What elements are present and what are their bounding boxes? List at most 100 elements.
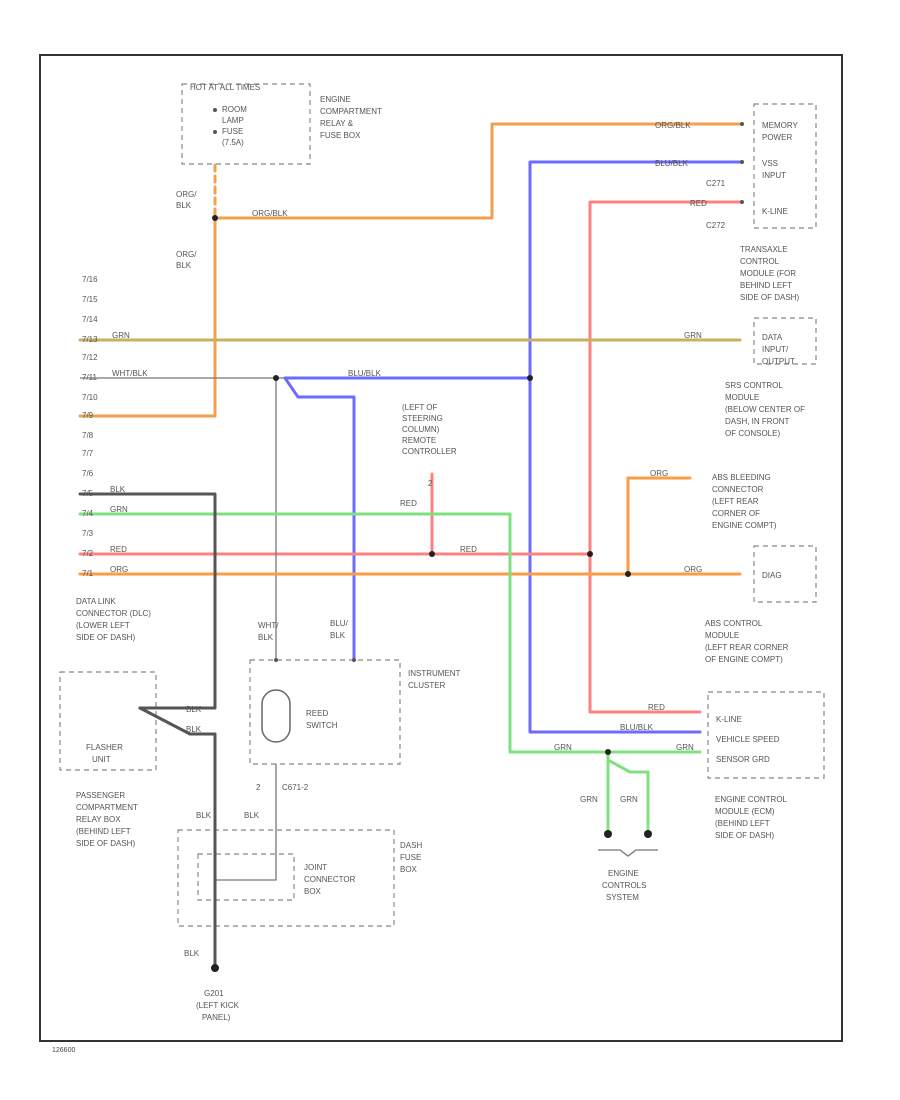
svg-text:PANEL): PANEL) [202,1013,231,1022]
cluster-pin-whtblk [274,658,278,662]
wire-red-kline [588,200,742,714]
wire-label-blublk-ecm: BLU/BLK [620,723,654,732]
fuse-pin-bottom [213,130,217,134]
connector-c271: C271 [706,179,726,188]
wire-label-red-ecm: RED [648,703,665,712]
dash-fuse-box-label: DASH FUSE BOX [400,841,422,874]
engine-relay-box-label: ENGINE COMPARTMENT RELAY & FUSE BOX [320,95,382,140]
svg-text:(LEFT REAR CORNER: (LEFT REAR CORNER [705,643,789,652]
whtblk-vertical-label: WHT/ BLK [258,621,279,642]
svg-text:CONNECTOR: CONNECTOR [304,875,356,884]
svg-text:(BEHIND LEFT: (BEHIND LEFT [76,827,131,836]
junction-whtblk [273,375,279,381]
svg-text:MODULE (FOR: MODULE (FOR [740,269,796,278]
svg-text:ENGINE: ENGINE [320,95,351,104]
svg-text:CONNECTOR: CONNECTOR [712,485,764,494]
svg-text:BLK: BLK [176,201,192,210]
orgblk-label-1: ORG/ BLK [176,190,197,210]
svg-text:7/13: 7/13 [82,335,98,344]
pin-label-2b: 2 [428,479,433,488]
svg-text:7/1: 7/1 [82,569,94,578]
svg-text:(LEFT OF: (LEFT OF [402,403,438,412]
tcm-pin-memory [740,122,744,126]
svg-text:7/5: 7/5 [82,489,94,498]
orgblk-label-2: ORG/ BLK [176,250,197,270]
svg-text:FLASHER: FLASHER [86,743,123,752]
flasher-unit-box [59,671,157,771]
svg-text:COMPARTMENT: COMPARTMENT [320,107,382,116]
svg-text:SIDE OF DASH): SIDE OF DASH) [76,633,135,642]
remote-controller-description: (LEFT OF STEERING COLUMN) REMOTE CONTROL… [402,403,457,456]
abs-bleed-connector-description: ABS BLEEDING CONNECTOR (LEFT REAR CORNER… [712,473,777,530]
data-io-labels: DATA INPUT/ OUTPUT [762,333,795,366]
svg-text:SIDE OF DASH): SIDE OF DASH) [740,293,799,302]
wire-orgblk-dlc [78,216,217,418]
wire-label-blublk-mid: BLU/BLK [348,369,382,378]
pin-label-2: 2 [256,783,261,792]
joint-connector-label: JOINT CONNECTOR BOX [304,863,356,896]
svg-text:CONNECTOR (DLC): CONNECTOR (DLC) [76,609,151,618]
svg-text:FUSE BOX: FUSE BOX [320,131,361,140]
fuse-pin-top [213,108,217,112]
diag-connector-box [753,545,817,603]
ecm-description: ENGINE CONTROL MODULE (ECM) (BEHIND LEFT… [715,795,788,840]
wire-label-org-dlc: ORG [110,565,128,574]
tcm-pin-kline [740,200,744,204]
svg-text:DASH, IN FRONT: DASH, IN FRONT [725,417,790,426]
wire-blk-flasher-ret [138,706,217,736]
svg-text:7/9: 7/9 [82,411,94,420]
svg-text:SENSOR GRD: SENSOR GRD [716,755,770,764]
wire-label-blk-bottom: BLK [184,949,200,958]
engine-controls-label: ENGINE CONTROLS SYSTEM [602,869,646,902]
diagram-footer-code: 126600 [52,1047,75,1054]
svg-text:G201: G201 [204,989,224,998]
svg-text:COMPARTMENT: COMPARTMENT [76,803,138,812]
connector-c671: C671-2 [282,783,309,792]
engine-controls-terminal-b [644,830,652,838]
grn-pair-label-a: GRN [580,795,598,804]
svg-text:JOINT: JOINT [304,863,327,872]
data-io-box [753,317,817,365]
wire-label-grn-ecm2: GRN [676,743,694,752]
abs-module-description: ABS CONTROL MODULE (LEFT REAR CORNER OF … [705,619,789,664]
svg-text:ENGINE CONTROL: ENGINE CONTROL [715,795,788,804]
junction-grn-ecs [605,749,611,755]
svg-text:STEERING: STEERING [402,414,443,423]
svg-text:RELAY &: RELAY & [320,119,354,128]
svg-text:FUSE: FUSE [400,853,421,862]
wire-label-blk-mid: BLK [244,811,260,820]
svg-text:(BEHIND LEFT: (BEHIND LEFT [715,819,770,828]
svg-text:LAMP: LAMP [222,116,244,125]
svg-text:INPUT/: INPUT/ [762,345,789,354]
connector-c272: C272 [706,221,726,230]
svg-text:FUSE: FUSE [222,127,243,136]
svg-text:MODULE (ECM): MODULE (ECM) [715,807,775,816]
svg-text:BLU/: BLU/ [330,619,349,628]
svg-text:MEMORY: MEMORY [762,121,799,130]
flasher-unit-label: FLASHER UNIT [86,743,123,764]
diag-connector-label: DIAG [762,571,782,580]
svg-text:7/3: 7/3 [82,529,94,538]
dlc-description: DATA LINK CONNECTOR (DLC) (LOWER LEFT SI… [76,597,151,642]
svg-text:7/6: 7/6 [82,469,94,478]
svg-text:OF ENGINE COMPT): OF ENGINE COMPT) [705,655,783,664]
cluster-pin-blublk [352,658,356,662]
blublk-vertical-label: BLU/ BLK [330,619,349,640]
svg-text:7/10: 7/10 [82,393,98,402]
tcm-pin-vss [740,160,744,164]
svg-text:K-LINE: K-LINE [716,715,742,724]
svg-text:REMOTE: REMOTE [402,436,436,445]
wire-grn-vss [78,512,702,754]
svg-text:SWITCH: SWITCH [306,721,338,730]
svg-text:OF CONSOLE): OF CONSOLE) [725,429,780,438]
wire-label-blk-flasher-1: BLK [186,705,202,714]
svg-text:VSS: VSS [762,159,778,168]
wire-blk-joint-inner [215,856,277,881]
wire-blublk-cluster [283,376,532,662]
svg-text:POWER: POWER [762,133,792,142]
svg-text:ABS BLEEDING: ABS BLEEDING [712,473,771,482]
svg-text:7/15: 7/15 [82,295,98,304]
svg-text:CONTROLLER: CONTROLLER [402,447,457,456]
svg-text:CORNER OF: CORNER OF [712,509,760,518]
svg-text:ORG/: ORG/ [176,190,197,199]
